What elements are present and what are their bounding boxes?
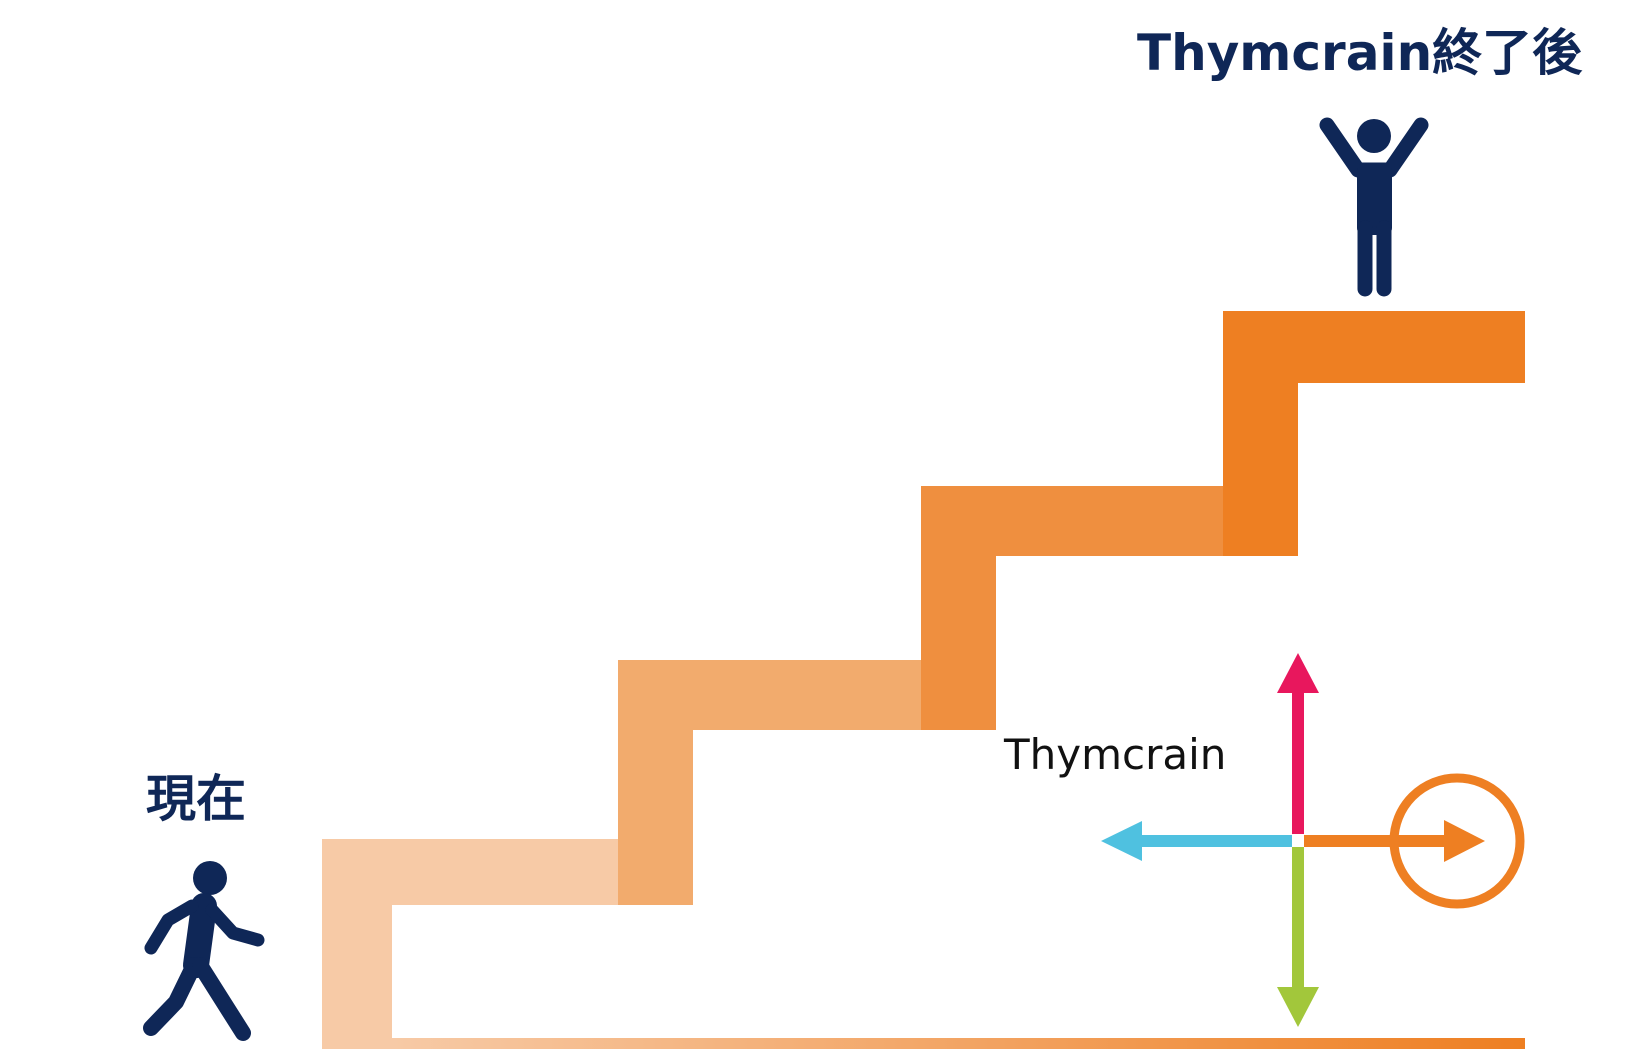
goal-label: Thymcrain終了後: [1137, 24, 1583, 82]
step-1: [322, 839, 618, 1049]
arrow-left-icon: [1101, 821, 1292, 861]
staircase: [322, 311, 1525, 1049]
person-arms-raised-icon: [1319, 117, 1429, 297]
person-walking-icon: [143, 861, 265, 1041]
step-3: [921, 486, 1223, 730]
arrow-right-icon: [1304, 820, 1485, 862]
arrow-down-icon: [1277, 847, 1319, 1027]
floor-line: [392, 1038, 1525, 1049]
arrow-up-icon: [1277, 653, 1319, 834]
compass-label: Thymcrain: [1003, 730, 1226, 779]
highlight-circle-icon: [1389, 773, 1525, 909]
direction-compass: [1101, 653, 1525, 1027]
step-4-top: [1223, 311, 1525, 556]
current-label: 現在: [146, 770, 246, 828]
step-2: [618, 660, 921, 905]
